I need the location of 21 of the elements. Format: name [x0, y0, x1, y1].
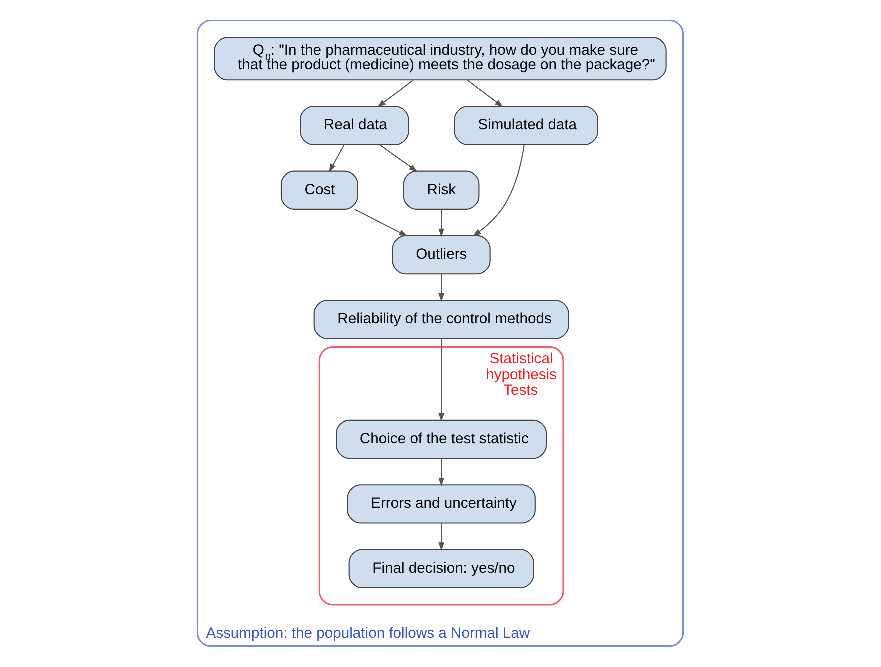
node-box: Cost [280, 170, 358, 210]
arrow [329, 144, 345, 172]
node-box: Real data [300, 106, 410, 146]
node-box: Simulated data [454, 106, 598, 146]
node-box: Errors and uncertainty [347, 484, 536, 524]
arrow [377, 80, 414, 108]
node-box: Final decision: yes/no [348, 549, 534, 588]
arrow [354, 209, 408, 237]
node-box: Reliability of the control methods [314, 300, 570, 340]
arrow [438, 210, 445, 238]
arrow [438, 274, 445, 302]
node-box: Choice of the test statistic [336, 420, 548, 460]
arrow [379, 144, 418, 172]
arrow [438, 339, 445, 422]
node-box: Q$_{0}$: "In the pharmaceutical industry, how do you make sure that the product (medicine) meets the dosage on the package?" [214, 37, 667, 81]
arrow [438, 523, 445, 552]
arrow [472, 144, 525, 237]
arrow [467, 80, 504, 108]
node-box: Risk [403, 170, 480, 210]
node-box: Outliers [392, 235, 491, 275]
arrow [438, 458, 445, 486]
